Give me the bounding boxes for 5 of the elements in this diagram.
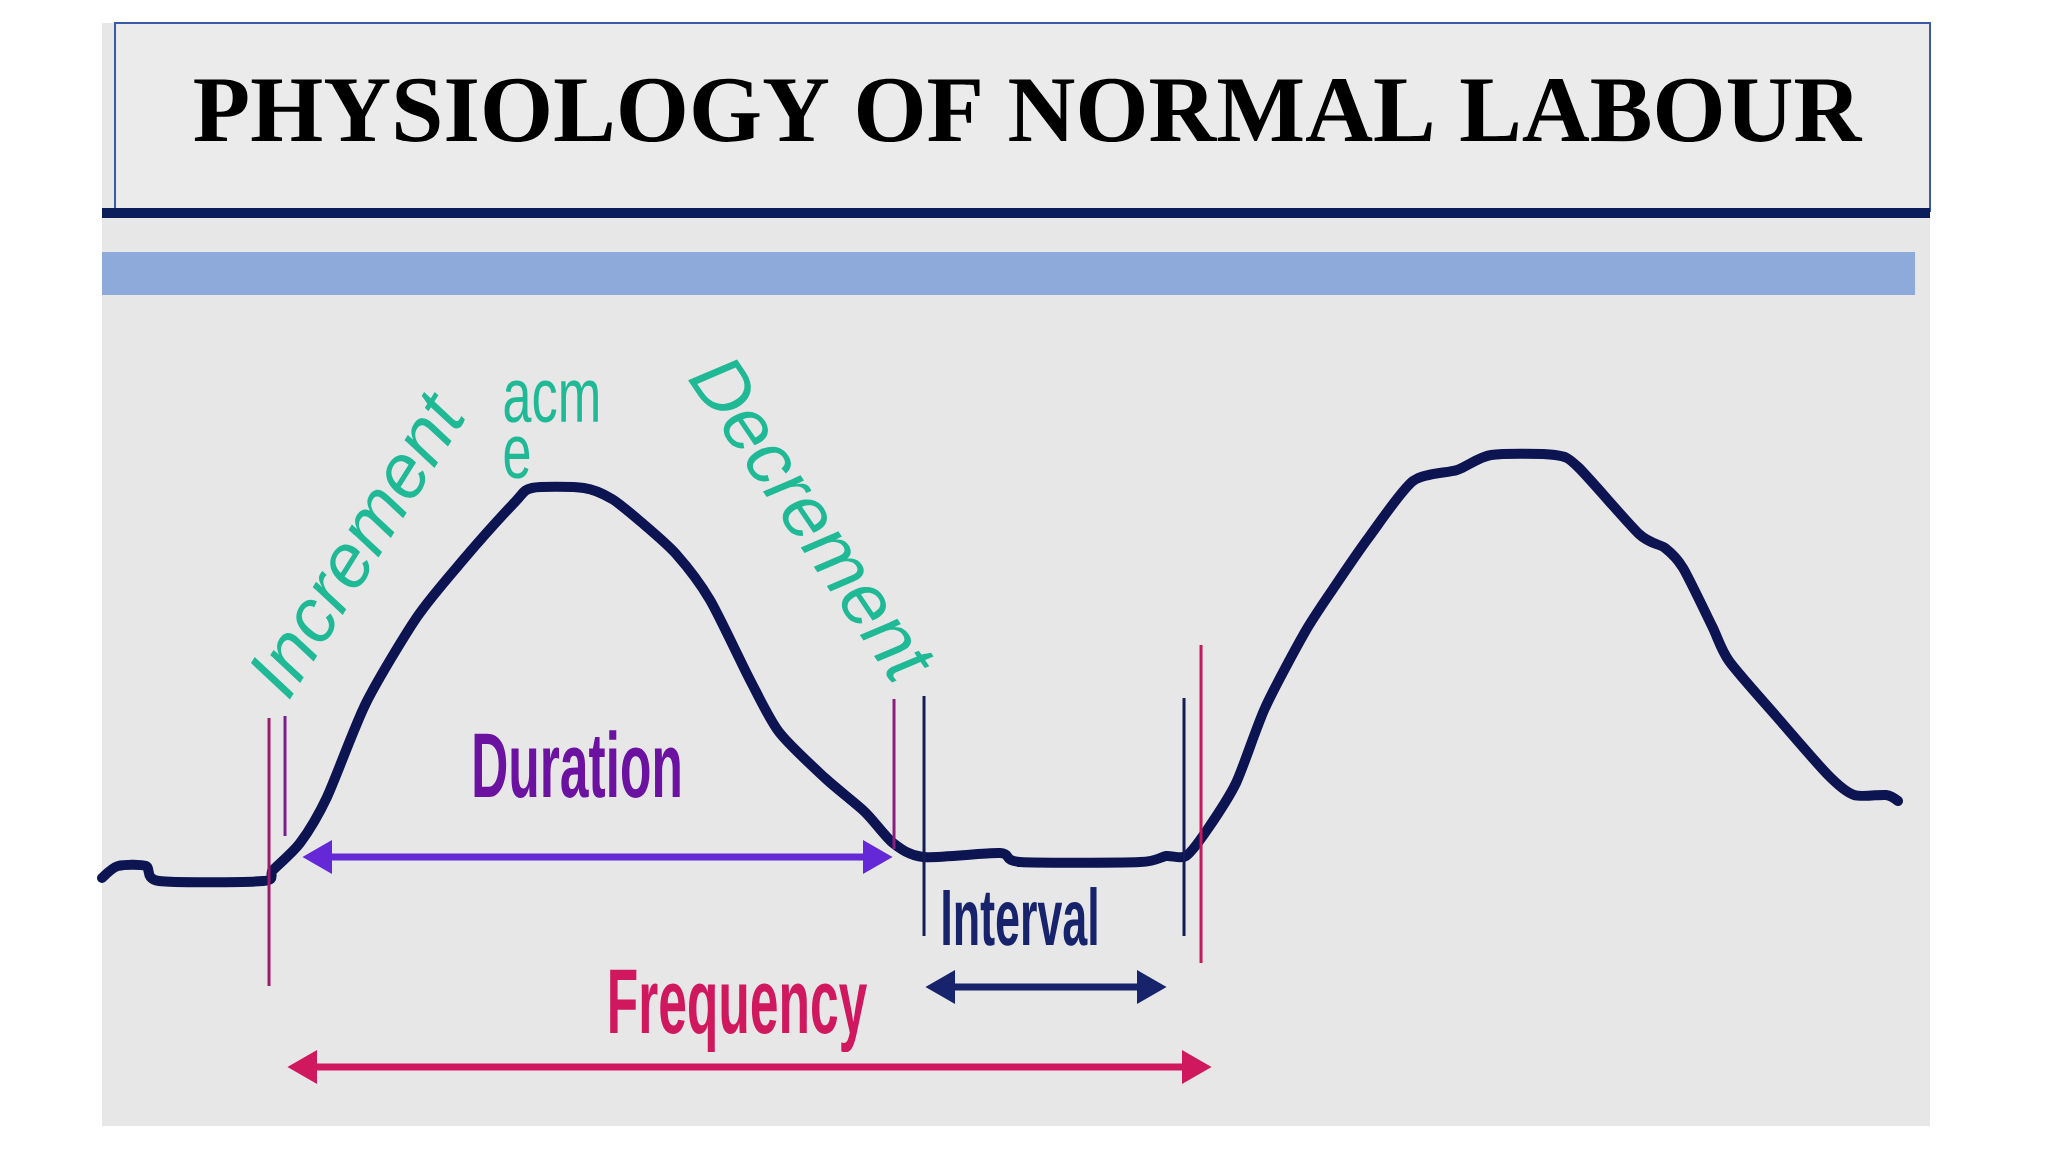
title-box: PHYSIOLOGY OF NORMAL LABOUR (114, 22, 1931, 212)
dimension-label: Duration (474, 730, 680, 798)
phase-label: acm e (504, 380, 598, 479)
dimension-label: Frequency (610, 969, 867, 1053)
dimension-label: Interval (943, 887, 1097, 946)
